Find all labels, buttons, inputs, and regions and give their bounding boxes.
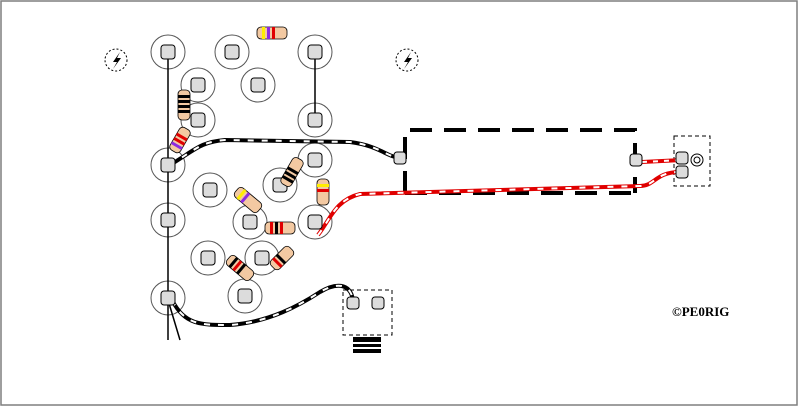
solder-pad (307, 152, 323, 168)
switch-component (353, 337, 381, 353)
resistor (316, 178, 330, 206)
mounting-hole-icon (104, 48, 128, 72)
resistor (264, 221, 296, 235)
solder-pad (346, 296, 360, 310)
resistor (169, 126, 191, 154)
solder-pad (160, 157, 176, 173)
components (169, 26, 330, 282)
resistor (269, 245, 295, 271)
solder-pad (307, 214, 323, 230)
solder-pad (190, 77, 206, 93)
resistor (177, 89, 191, 121)
solder-pad (307, 44, 323, 60)
switch-outline (342, 289, 393, 336)
solder-pad (371, 296, 385, 310)
solder-pad (675, 165, 689, 179)
copyright-label: ©PE0RIG (672, 304, 730, 319)
solder-pad (629, 153, 643, 167)
resistor (225, 254, 255, 282)
solder-pad (200, 250, 216, 266)
pads (160, 44, 689, 310)
wires (167, 137, 683, 341)
solder-pad (160, 212, 176, 228)
solder-pad (160, 44, 176, 60)
resistor (233, 186, 263, 214)
solder-pad (675, 151, 689, 165)
resistor (280, 157, 304, 187)
solder-pad (202, 182, 218, 198)
solder-pad (254, 250, 270, 266)
solder-pad (160, 290, 176, 306)
output-jack (690, 153, 704, 167)
solder-pad (250, 77, 266, 93)
mounting-hole-icon (395, 48, 419, 72)
resistor (256, 26, 288, 40)
solder-pad (393, 151, 407, 165)
solder-pad (242, 214, 258, 230)
solder-pad (237, 288, 253, 304)
solder-pad (307, 112, 323, 128)
solder-pad (190, 112, 206, 128)
solder-pad (224, 44, 240, 60)
